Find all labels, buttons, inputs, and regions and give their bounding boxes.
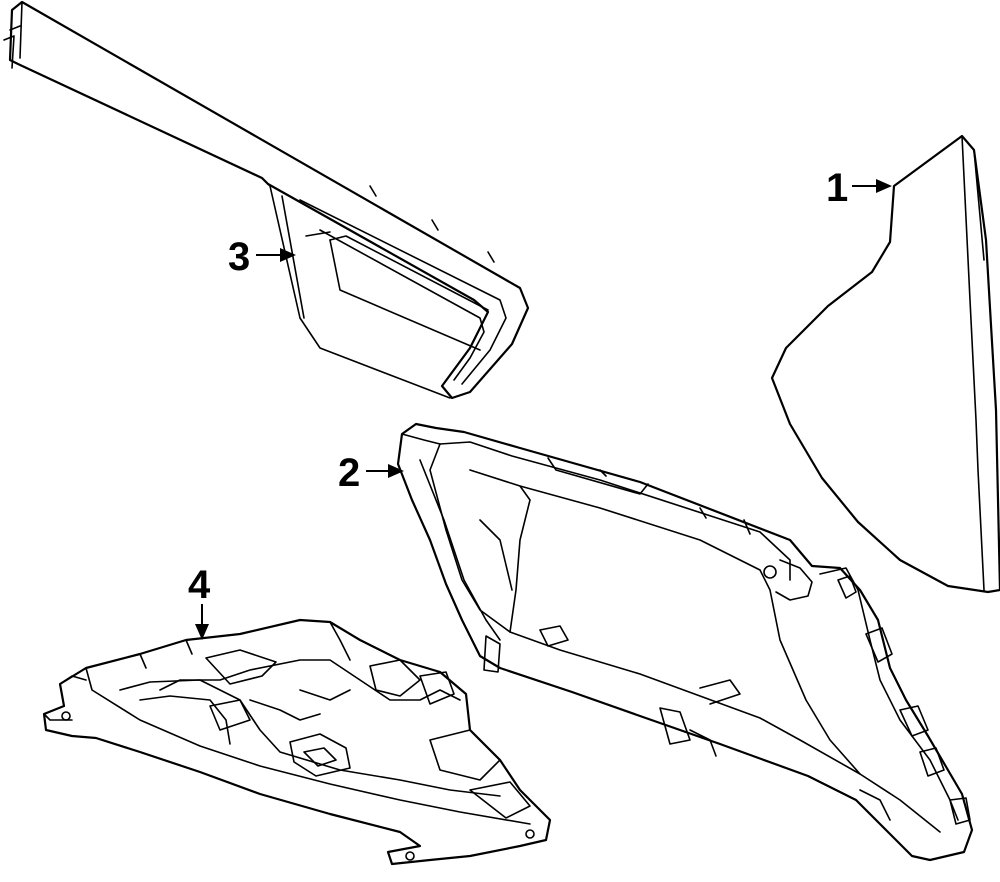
part-3-trim-panel[interactable]	[3, 0, 530, 400]
callout-label-2: 2	[338, 451, 360, 495]
part-4-console-base[interactable]	[42, 618, 552, 866]
callout-label-4: 4	[188, 563, 211, 607]
arrowhead-3	[280, 248, 296, 262]
callout-label-3: 3	[228, 235, 250, 279]
callout-4: 4	[188, 563, 211, 640]
arrowhead-2	[388, 464, 404, 478]
arrowhead-1	[876, 179, 892, 193]
part-1-side-panel[interactable]	[770, 134, 1000, 594]
callout-3: 3	[228, 235, 296, 279]
callout-2: 2	[338, 451, 404, 495]
arrowhead-4	[195, 624, 209, 640]
callout-label-1: 1	[826, 166, 848, 210]
callout-1: 1	[826, 166, 892, 210]
part-2-bezel-frame[interactable]	[396, 422, 974, 862]
